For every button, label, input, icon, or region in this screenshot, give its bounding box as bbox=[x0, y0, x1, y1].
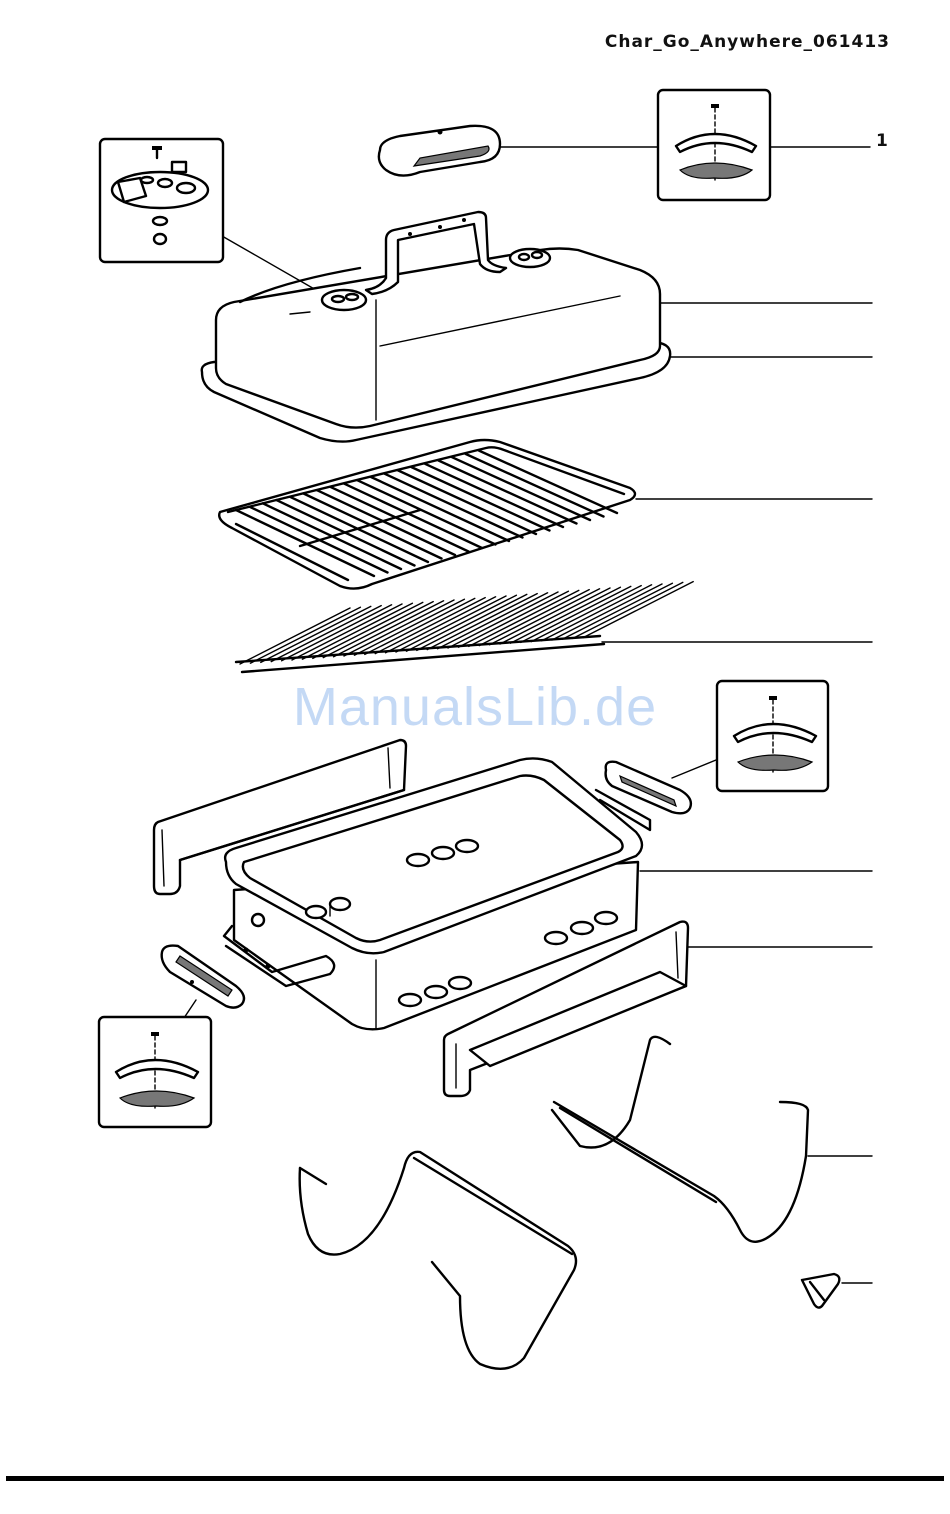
charcoal-grate bbox=[236, 582, 693, 672]
damper-detail-box bbox=[100, 139, 223, 262]
cooking-grate-bar bbox=[371, 477, 509, 541]
washer-icon bbox=[153, 217, 167, 225]
cooking-grate-bar bbox=[263, 503, 401, 569]
nut-icon bbox=[154, 234, 166, 244]
leader-side-handle-detail bbox=[672, 760, 716, 778]
side-handle-right bbox=[606, 762, 691, 814]
charcoal-grate-bar bbox=[552, 584, 662, 640]
grill-lid bbox=[202, 212, 670, 442]
side-handle-left bbox=[162, 946, 244, 1008]
cooking-grate-bar bbox=[398, 470, 536, 534]
cooking-grate bbox=[219, 440, 635, 589]
cooking-grate-bar bbox=[385, 474, 523, 538]
cooking-grate-bar bbox=[250, 507, 388, 573]
leg-clip bbox=[802, 1274, 839, 1308]
footer-rule bbox=[6, 1476, 944, 1481]
cooking-grate-bar bbox=[317, 490, 455, 555]
cooking-grate-bar bbox=[412, 467, 550, 530]
cooking-grate-bar bbox=[425, 464, 563, 527]
charcoal-grate-bar bbox=[521, 586, 631, 642]
cooking-grate-bar bbox=[358, 480, 496, 544]
cooking-grate-bar bbox=[344, 484, 482, 548]
cooking-grate-bar bbox=[466, 454, 604, 517]
cooking-grate-bar bbox=[304, 494, 442, 559]
charcoal-grate-bar bbox=[510, 587, 620, 643]
charcoal-grate-bar bbox=[531, 586, 641, 642]
charcoal-grate-bar bbox=[542, 585, 652, 641]
watermark: ManualsLib.de bbox=[0, 676, 950, 738]
charcoal-grate-bar bbox=[573, 582, 683, 638]
charcoal-grate-bar bbox=[562, 583, 672, 639]
lid-handle bbox=[379, 126, 500, 176]
cooking-grate-bar bbox=[331, 487, 469, 552]
left-handle-detail-box bbox=[99, 1017, 211, 1127]
charcoal-grate-bar bbox=[583, 582, 693, 638]
leader-left-handle-detail bbox=[184, 1000, 196, 1018]
grill-legs bbox=[300, 1037, 808, 1369]
cooking-grate-bar bbox=[290, 497, 428, 562]
lid-handle-detail-box bbox=[658, 90, 770, 200]
